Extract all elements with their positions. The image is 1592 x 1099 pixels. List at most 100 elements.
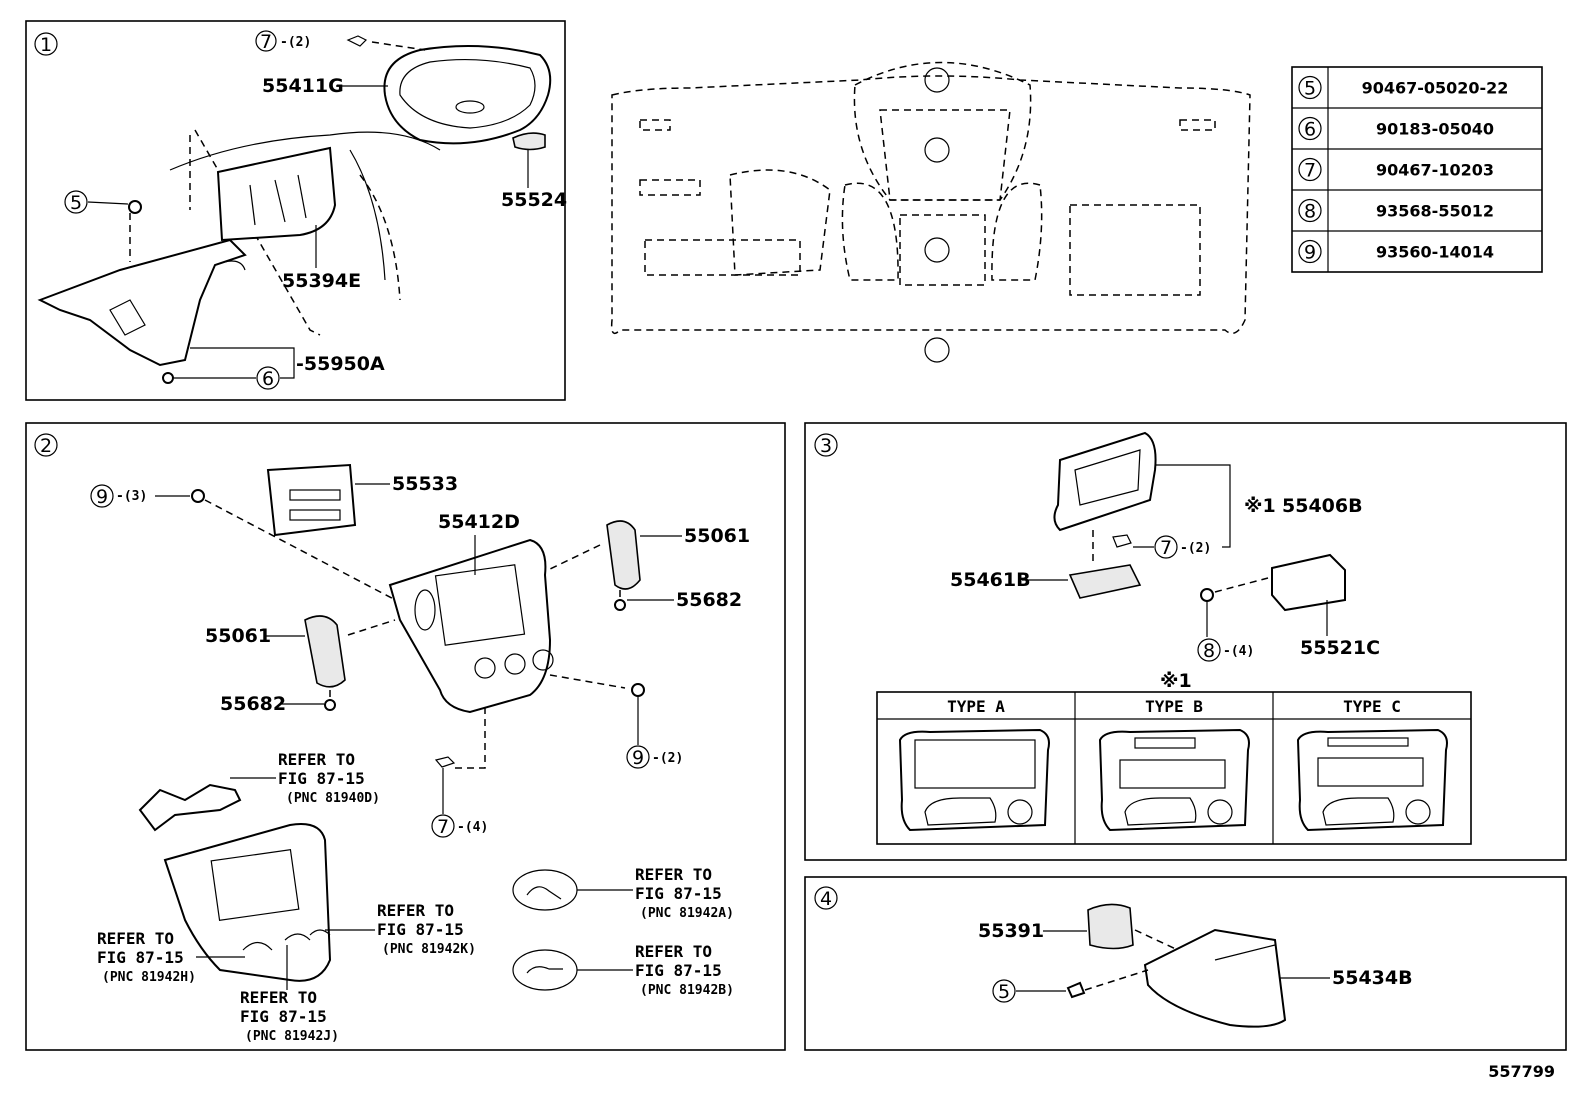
refer-81942K-l1: REFER TO (377, 901, 454, 920)
type-c-drawing (1296, 728, 1448, 832)
refer-81942A-l2: FIG 87-15 (635, 884, 722, 903)
note-1-mark: ※1 (1244, 495, 1276, 517)
callout-5-num: 5 (70, 192, 82, 214)
refer-81942J-l1: REFER TO (240, 988, 317, 1007)
panel-1-tag: 1 (40, 34, 52, 56)
refer-note-81942J: REFER TO FIG 87-15 (PNC 81942J) (240, 945, 339, 1044)
refer-81942B-l1: REFER TO (635, 942, 712, 961)
part-55406B: 55406B (1282, 495, 1363, 517)
parts-table-key-circle (1298, 239, 1322, 264)
figure-id: 557799 (1488, 1062, 1555, 1081)
refer-81942H-l1: REFER TO (97, 929, 174, 948)
type-b-drawing (1098, 728, 1250, 832)
refer-note-81942K: REFER TO FIG 87-15 (PNC 81942K) (325, 901, 476, 957)
part-55950A: -55950A (296, 353, 385, 375)
refer-81942H-l2: FIG 87-15 (97, 948, 184, 967)
panel-2-frame (25, 422, 786, 1051)
part-55391: 55391 (978, 920, 1044, 942)
refer-81940D-l1: REFER TO (278, 750, 355, 769)
type-a-drawing (898, 728, 1050, 832)
parts-table-key: 8 (1304, 201, 1316, 223)
callout-9a-num: 9 (96, 486, 108, 508)
parts-table-part-number: 90183-05040 (1376, 120, 1494, 139)
part-55394E: 55394E (282, 270, 361, 292)
callout-7-p2-qty: -(4) (457, 820, 488, 835)
callout-5-p4-num: 5 (998, 981, 1010, 1003)
parts-table-part-number: 93568-55012 (1376, 202, 1494, 221)
types-note-mark: ※1 (1160, 670, 1192, 692)
parts-table-part-number: 90467-05020-22 (1362, 79, 1509, 98)
part-55461B: 55461B (950, 569, 1031, 591)
panel-3-drawings (1053, 431, 1346, 637)
panel-3-tag: 3 (820, 435, 832, 457)
refer-81942H-l3: (PNC 81942H) (102, 970, 196, 985)
overview-area-2 (924, 137, 950, 163)
refer-81940D-l2: FIG 87-15 (278, 769, 365, 788)
parts-table-key: 9 (1304, 242, 1316, 264)
panel-1: 1 7 - (25, 20, 567, 401)
parts-table-key-circle (1298, 75, 1322, 100)
callout-7-p3-num: 7 (1160, 537, 1172, 559)
callout-5-circle (64, 190, 88, 214)
refer-81942K-l3: (PNC 81942K) (382, 942, 476, 957)
refer-note-81942B: REFER TO FIG 87-15 (PNC 81942B) (577, 942, 734, 998)
refer-81942B-l2: FIG 87-15 (635, 961, 722, 980)
part-55412D: 55412D (438, 511, 520, 533)
part-55411G: 55411G (262, 75, 344, 97)
panel-4: 4 55391 5 55434B (804, 876, 1567, 1051)
panel-1-frame (25, 20, 566, 401)
callout-8-qty: -(4) (1223, 644, 1254, 659)
dashboard-overview (610, 61, 1251, 363)
part-55524: 55524 (501, 189, 567, 211)
refer-note-81942A: REFER TO FIG 87-15 (PNC 81942A) (577, 865, 734, 921)
panel-2: 2 (25, 422, 786, 1051)
callout-6-num: 6 (262, 368, 274, 390)
panel-3-frame (804, 422, 1567, 861)
refer-81942B-l3: (PNC 81942B) (640, 983, 734, 998)
panel-4-tag: 4 (820, 888, 832, 910)
overview-outline (610, 75, 1251, 335)
refer-81942K-l2: FIG 87-15 (377, 920, 464, 939)
refer-81940D-l3: (PNC 81940D) (286, 791, 380, 806)
part-55434B: 55434B (1332, 967, 1413, 989)
callout-7-qty: -(2) (280, 35, 311, 50)
panel-2-drawings (138, 463, 645, 991)
callout-6-circle (256, 366, 280, 390)
overview-area-4 (924, 337, 950, 363)
refer-note-81940D: REFER TO FIG 87-15 (PNC 81940D) (230, 750, 380, 806)
part-55682-right: 55682 (676, 589, 742, 611)
part-55682-left: 55682 (220, 693, 286, 715)
refer-81942J-l3: (PNC 81942J) (245, 1029, 339, 1044)
part-55061-left: 55061 (205, 625, 271, 647)
callout-9b-qty: -(2) (652, 751, 683, 766)
refer-note-81942H: REFER TO FIG 87-15 (PNC 81942H) (97, 929, 245, 985)
refer-81942A-l1: REFER TO (635, 865, 712, 884)
type-a-label: TYPE A (947, 697, 1005, 716)
parts-table-key: 7 (1304, 160, 1316, 182)
type-c-label: TYPE C (1343, 697, 1401, 716)
part-55061-right: 55061 (684, 525, 750, 547)
parts-table-key-circle (1298, 157, 1322, 182)
refer-81942A-l3: (PNC 81942A) (640, 906, 734, 921)
callout-7-num: 7 (260, 31, 272, 53)
parts-table: 5 90467-05020-22 6 90183-05040 7 90467-10203 8… (1291, 66, 1543, 273)
overview-area-3 (924, 237, 950, 263)
refer-81942J-l2: FIG 87-15 (240, 1007, 327, 1026)
parts-table-part-number: 93560-14014 (1376, 243, 1494, 262)
overview-area-1 (924, 67, 950, 93)
panel-4-drawings (1066, 903, 1287, 1028)
part-55521C: 55521C (1300, 637, 1380, 659)
callout-7-p3-qty: -(2) (1180, 541, 1211, 556)
parts-table-part-number: 90467-10203 (1376, 161, 1494, 180)
type-b-label: TYPE B (1145, 697, 1203, 716)
callout-7-circle (255, 30, 277, 52)
callout-8-num: 8 (1203, 640, 1215, 662)
parts-table-key: 6 (1304, 119, 1316, 141)
lower-trim-drawing (37, 200, 247, 384)
panel-3: 3 ※1 55406B 7 -(2) 55461B 8 -(4) 55521C … (804, 422, 1567, 861)
panel-2-tag: 2 (40, 435, 52, 457)
parts-table-key: 5 (1304, 78, 1316, 100)
panel-1-tag-circle (34, 32, 58, 56)
callout-9a-qty: -(3) (116, 489, 147, 504)
